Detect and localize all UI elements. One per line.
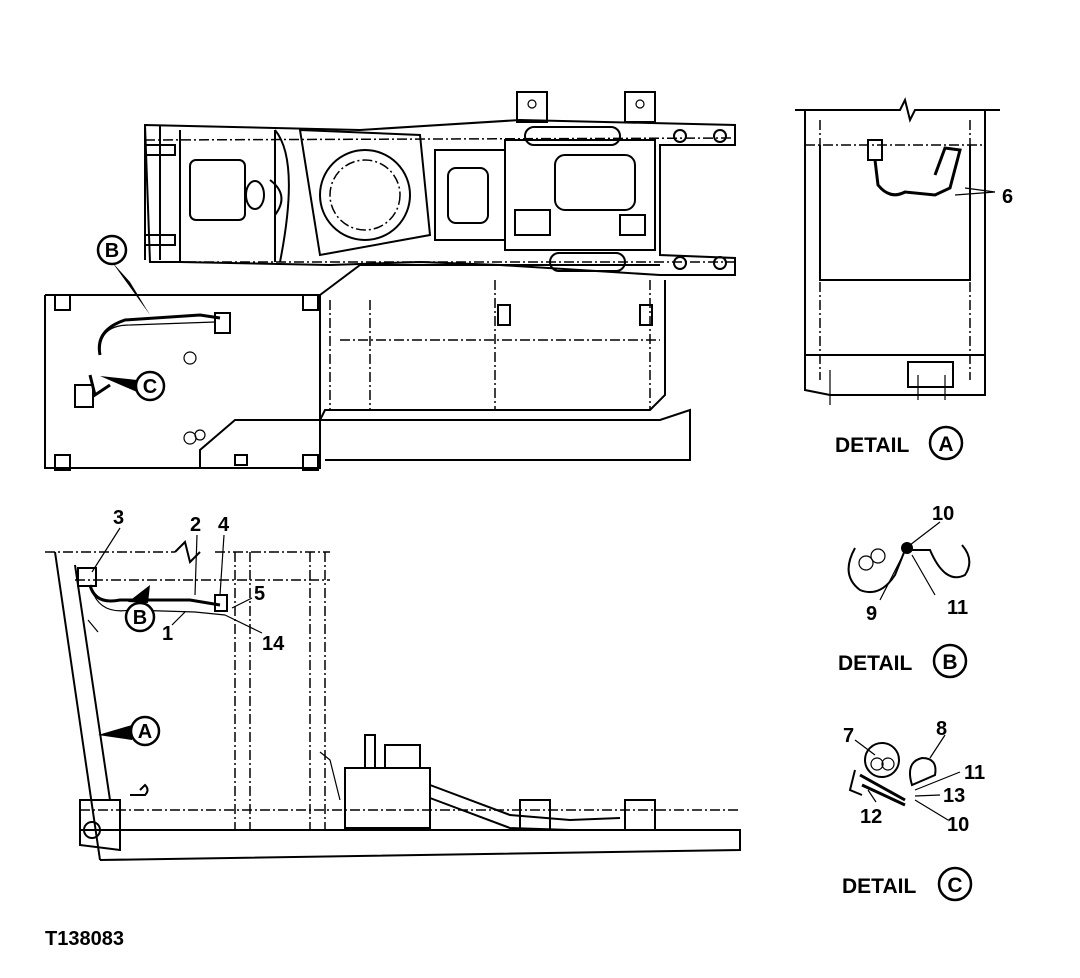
- roller-upper: [524, 126, 621, 146]
- side-hinge-block: [79, 799, 121, 852]
- detail-b-callout-10: 10: [932, 503, 954, 525]
- lower-frame-members: [329, 280, 651, 410]
- callout-c-top: [134, 370, 166, 402]
- side-base: [80, 829, 741, 861]
- callout-3: 3: [113, 507, 124, 529]
- callout-14: 14: [262, 633, 285, 655]
- center-plate: [298, 128, 432, 257]
- roller-lower: [549, 252, 626, 272]
- connector-top: [214, 312, 231, 334]
- callout-c-top-pointer: [100, 376, 137, 392]
- callout-c-top-text: C: [143, 376, 157, 398]
- front-cutout: [189, 159, 246, 221]
- lug-1: [516, 91, 548, 123]
- detail-c: 7 8 11 13 12 10 DETAIL C: [842, 718, 985, 902]
- callout-5: 5: [254, 583, 265, 605]
- top-view: B C: [44, 91, 736, 471]
- detail-a-title: DETAIL: [835, 434, 909, 457]
- detail-c-title: DETAIL: [842, 875, 916, 898]
- right-platform-block-2: [619, 214, 646, 236]
- detail-c-callout-11: 11: [964, 762, 985, 784]
- callout-2: 2: [190, 514, 201, 536]
- lower-frame-cab: [45, 294, 321, 468]
- detail-c-callout-8: 8: [936, 718, 947, 740]
- detail-b: 10 9 11 DETAIL B: [838, 503, 971, 679]
- detail-a-callout-6: 6: [1002, 186, 1013, 208]
- side-clamp-3: [77, 567, 97, 587]
- swing-bearing-outer: [319, 149, 411, 241]
- detail-b-title: DETAIL: [838, 652, 912, 675]
- callout-a-side: [129, 715, 161, 747]
- detail-a-top: [795, 97, 1000, 123]
- detail-c-loop-8: [909, 756, 937, 787]
- callout-b-side-pointer: [128, 585, 150, 603]
- detail-a-key: A: [938, 433, 953, 456]
- side-tank: [344, 767, 431, 829]
- lower-frame-outline: [44, 295, 691, 469]
- pivot-pins-left: [144, 125, 176, 260]
- callout-1: 1: [162, 623, 173, 645]
- detail-b-key: B: [942, 651, 957, 674]
- lug-2: [624, 91, 656, 123]
- right-platform-cutout-2: [554, 154, 636, 211]
- front-bracket: [269, 179, 283, 216]
- detail-a-connector: [867, 139, 883, 161]
- callout-b-top-text: B: [105, 240, 119, 262]
- upper-frame-outline: [143, 118, 736, 276]
- lower-frame-side: [319, 280, 666, 421]
- lower-frame-top: [319, 264, 660, 296]
- right-platform-left: [434, 149, 506, 241]
- front-section: [179, 129, 290, 263]
- callout-b-top-pointer: [112, 262, 150, 315]
- cab-floor-step: [199, 419, 320, 468]
- break-symbol: [174, 540, 201, 564]
- detail-c-callout-10: 10: [947, 814, 969, 836]
- swing-bearing-inner: [329, 159, 401, 231]
- front-hole: [245, 180, 265, 210]
- callout-b-side-text: B: [133, 607, 147, 629]
- detail-c-callout-13: 13: [943, 785, 965, 807]
- switch-top: [74, 384, 94, 408]
- callout-a-side-pointer: [98, 725, 132, 740]
- side-view: B A 3 2 4 5 1 14: [45, 507, 741, 861]
- detail-c-clamp-bar: [859, 773, 906, 807]
- detail-a: 6 DETAIL A: [795, 97, 1013, 461]
- right-platform: [504, 139, 656, 251]
- side-front-edge: [54, 551, 101, 861]
- right-platform-cutout: [447, 167, 489, 224]
- detail-b-callout-9: 9: [866, 603, 877, 625]
- upper-frame-centerline: [144, 137, 736, 141]
- detail-b-callout-11: 11: [947, 597, 968, 619]
- detail-c-callout-12: 12: [860, 806, 882, 828]
- side-connector: [214, 594, 228, 612]
- side-posts: [234, 552, 326, 830]
- detail-c-callout-7: 7: [843, 725, 854, 747]
- harness-top: [97, 313, 221, 356]
- side-hose: [429, 784, 621, 822]
- right-platform-block: [514, 209, 551, 236]
- callout-b-top: [96, 234, 128, 266]
- callout-a-side-text: A: [138, 721, 152, 743]
- side-tank-cap: [384, 744, 421, 769]
- detail-a-bracket: [907, 361, 954, 388]
- detail-a-panel: [819, 145, 971, 281]
- detail-c-key: C: [947, 874, 962, 897]
- harness-side: [88, 584, 221, 607]
- detail-a-harness: [873, 146, 962, 197]
- figure-id: T138083: [45, 928, 124, 950]
- callout-4: 4: [218, 514, 230, 536]
- callout-b-side: [124, 601, 156, 633]
- detail-c-loop-7: [864, 742, 900, 778]
